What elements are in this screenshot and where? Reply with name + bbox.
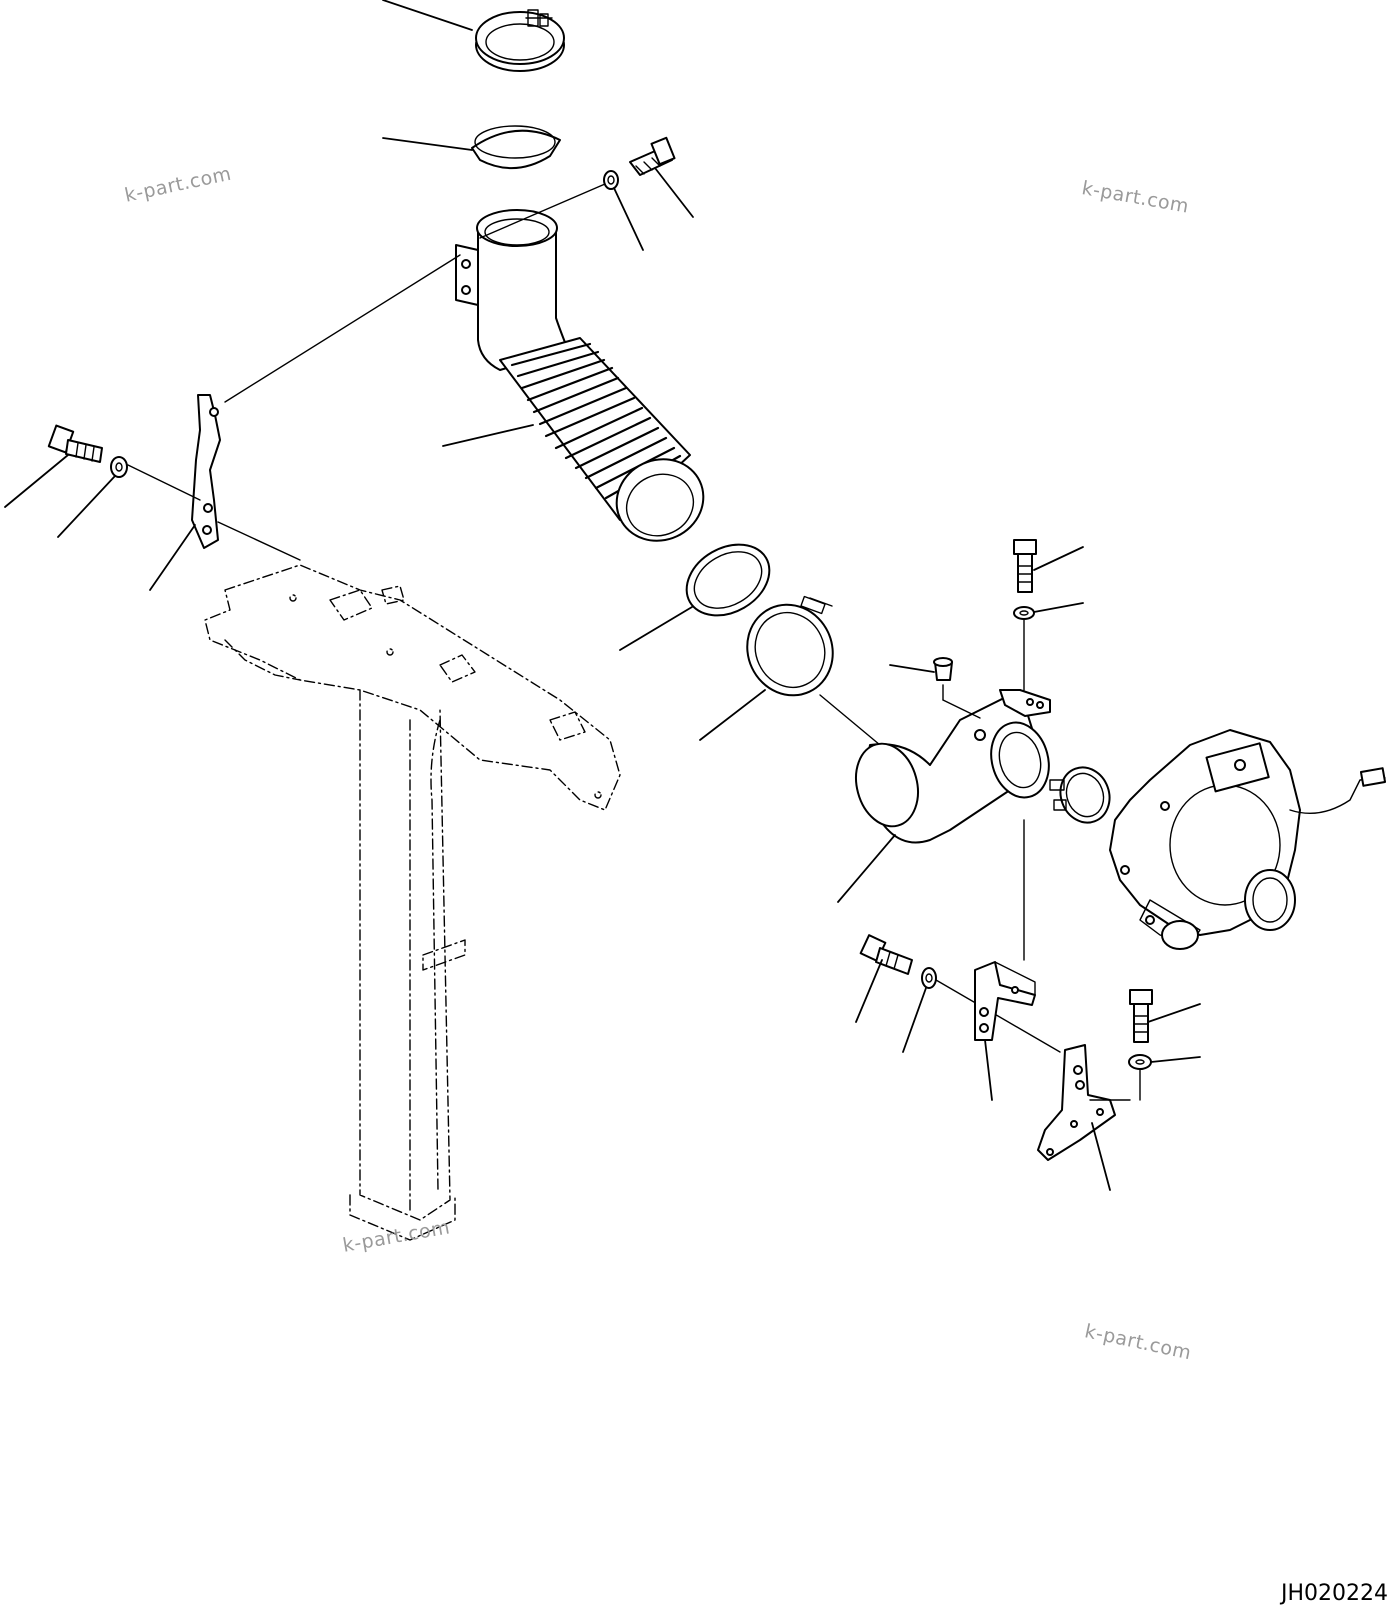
- top-clamp-icon: [475, 9, 565, 72]
- washer-icon: [1128, 1054, 1152, 1070]
- drawing-id: JH020224: [1280, 1581, 1388, 1606]
- left-bracket-icon: [191, 394, 221, 549]
- bolt-icon: [47, 424, 103, 463]
- washer-icon: [1013, 606, 1035, 620]
- washer-icon: [603, 170, 619, 190]
- bolt-icon: [1129, 989, 1153, 1043]
- o-ring-icon: [685, 543, 771, 617]
- bolt-icon: [629, 136, 676, 176]
- turbocharger-icon: [1109, 729, 1387, 950]
- plug-icon: [933, 657, 953, 681]
- lower-elbow-pipe-icon: [855, 689, 1051, 844]
- washer-icon: [921, 967, 937, 989]
- bolt-icon: [859, 934, 913, 975]
- band-clamp-icon: [746, 595, 834, 697]
- turbo-clamp-icon: [1049, 766, 1111, 824]
- bolt-icon: [1013, 539, 1037, 593]
- gasket-ring-icon: [471, 125, 561, 170]
- frame-phantom-icon: [204, 564, 621, 1241]
- bottom-bracket-icon: [1037, 1044, 1116, 1161]
- angle-bracket-icon: [974, 961, 1036, 1041]
- bellows-hose-icon: [499, 337, 705, 542]
- washer-icon: [110, 456, 128, 478]
